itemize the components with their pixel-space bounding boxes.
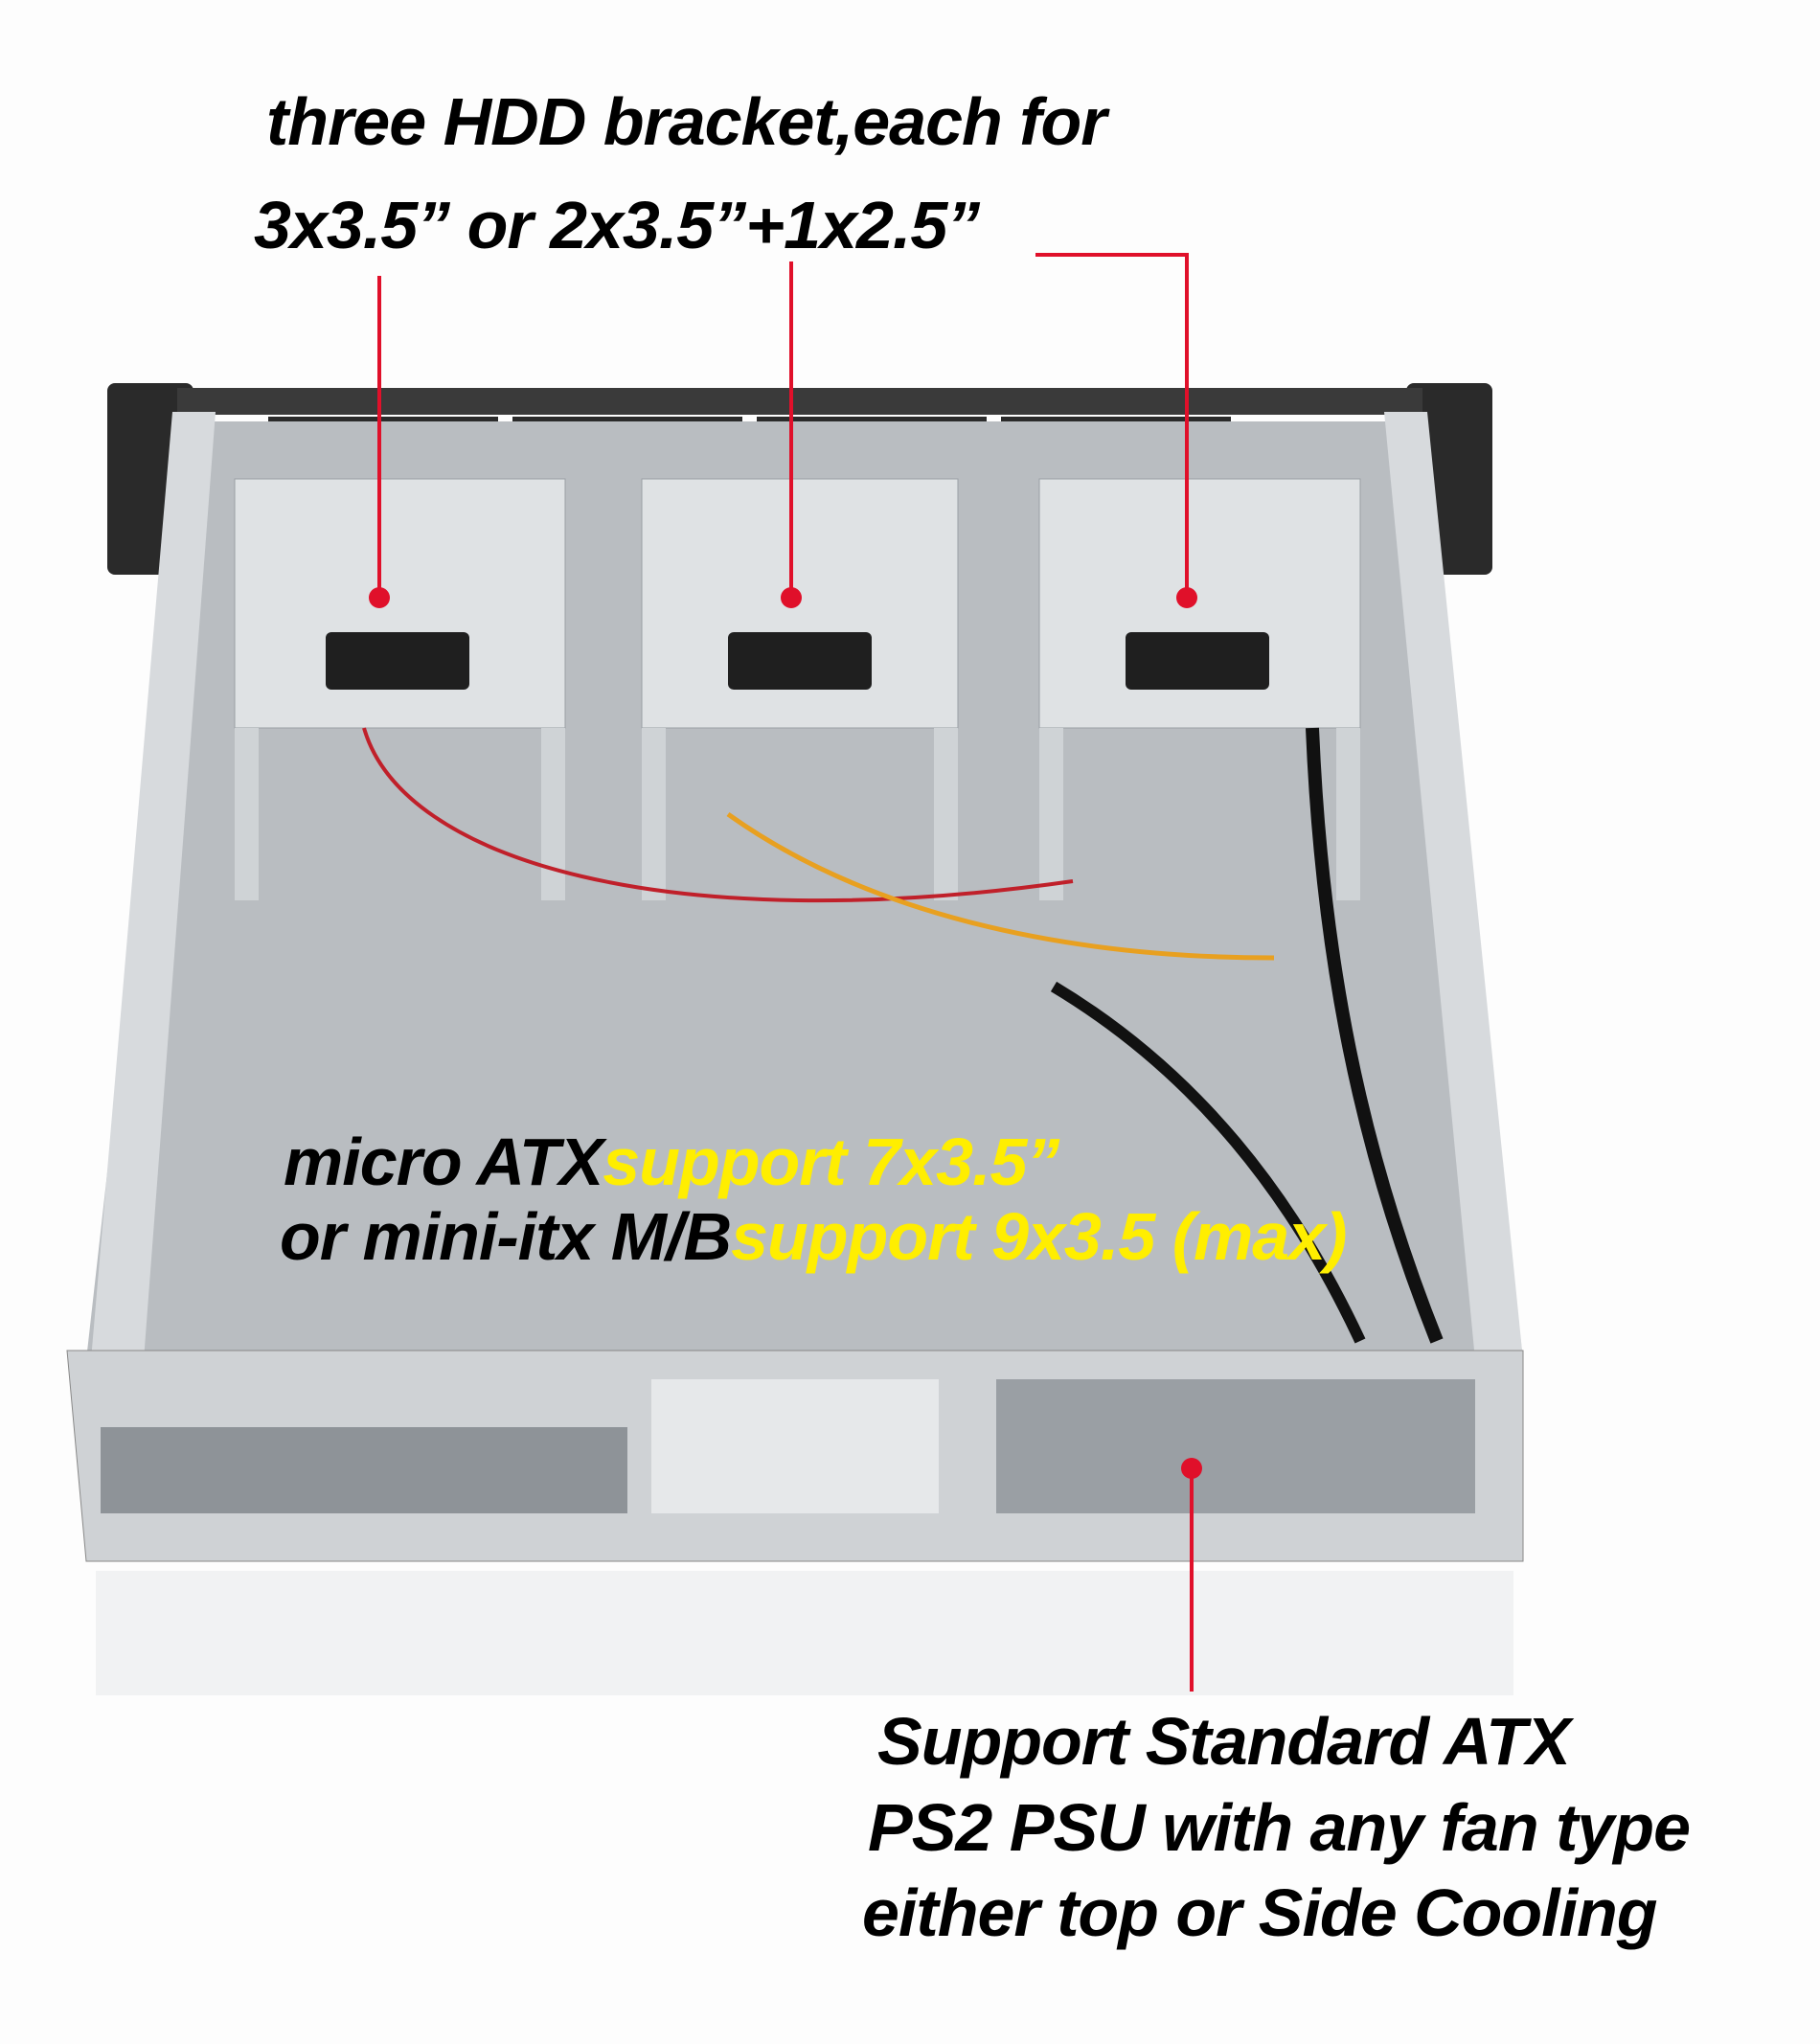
reflection [96,1571,1513,1695]
hdd-brackets [234,478,1361,900]
hdd-callout-line2: 3x3.5” or 2x3.5”+1x2.5” [254,188,980,262]
psu-bay [996,1379,1475,1513]
rear-rail [177,388,1422,415]
mb-callout-line2: or mini-itx M/Bsupport 9x3.5 (max) [280,1203,1347,1270]
right-wall [1384,412,1523,1360]
cables [362,727,1444,1344]
psu-callout-line1: Support Standard ATX [877,1704,1571,1779]
leader-dots [369,587,1202,1479]
leader-lines [377,253,1194,1692]
mb-support-7: support 7x3.5” [603,1124,1059,1199]
mb-type-mini-itx: or mini-itx M/B [280,1199,732,1274]
mb-type-micro-atx: micro ATX [284,1124,603,1199]
io-opening [101,1427,627,1513]
mb-support-9: support 9x3.5 (max) [731,1199,1347,1274]
psu-callout-line3: either top or Side Cooling [862,1875,1658,1950]
left-wall [91,412,216,1360]
hdd-callout-line1: three HDD bracket,each for [266,84,1107,159]
psu-callout-line2: PS2 PSU with any fan type [868,1790,1691,1865]
expansion-slots [651,1379,939,1513]
mb-callout-line1: micro ATXsupport 7x3.5” [284,1128,1059,1195]
